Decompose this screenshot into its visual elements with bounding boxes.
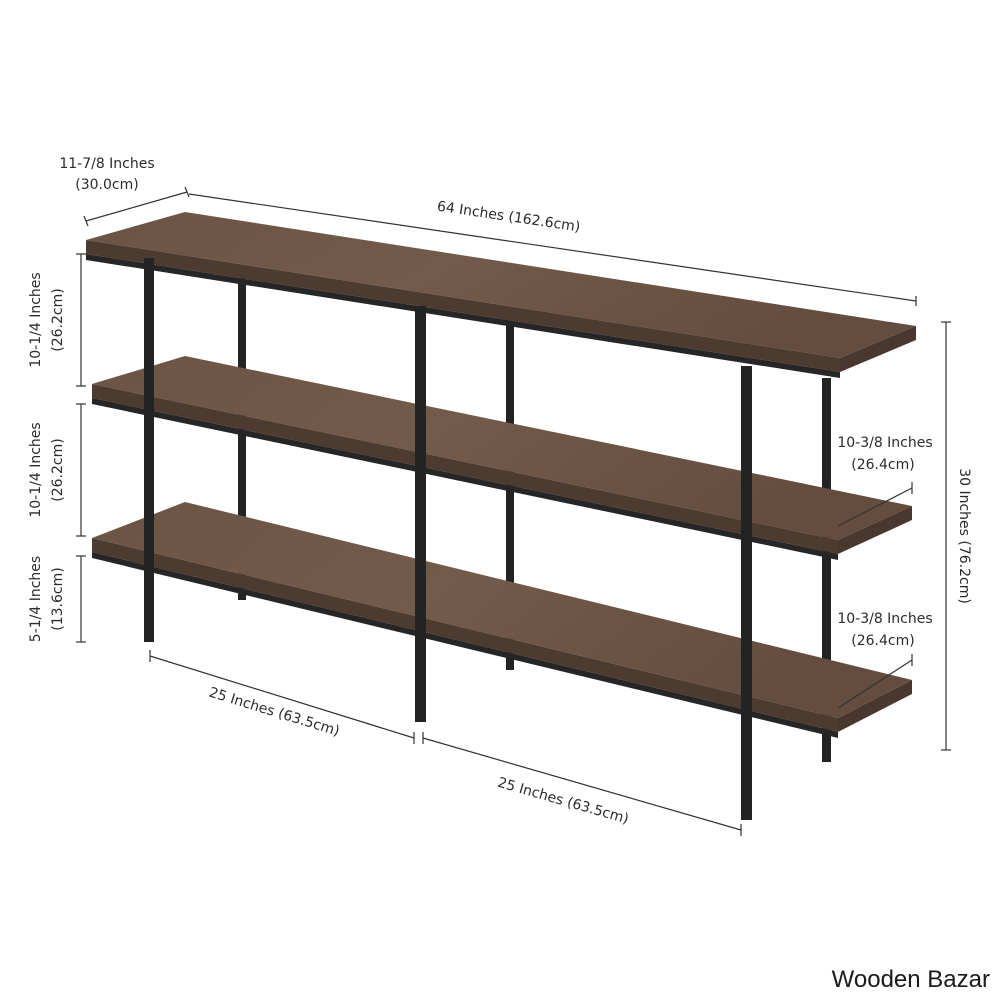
left-span-label: 25 Inches (63.5cm) (207, 685, 341, 740)
middle-shelf-depth-cm-label: (26.4cm) (851, 457, 914, 473)
back-leg-right (822, 378, 831, 760)
back-leg-middle (506, 322, 514, 670)
depth-cm-label: (30.0cm) (75, 177, 138, 193)
bottom-shelf-depth-cm-label: (26.4cm) (851, 633, 914, 649)
middle-shelf (92, 356, 912, 560)
bottom-clearance-inches-label: 5-1/4 Inches (28, 556, 44, 642)
dimension-lines (76, 186, 951, 836)
middle-gap-cm-label: (26.2cm) (50, 438, 66, 501)
depth-inches-label: 11-7/8 Inches (59, 156, 154, 172)
bottom-shelf (92, 502, 912, 738)
width-label: 64 Inches (162.6cm) (436, 199, 581, 236)
depth-dim-line (85, 191, 188, 222)
bottom-shelf-depth-dim-line (837, 659, 913, 709)
back-leg-left (238, 278, 246, 598)
top-shelf (86, 212, 916, 378)
console-shelf-illustration (86, 212, 916, 820)
bottom-clearance-cm-label: (13.6cm) (50, 567, 66, 630)
right-span-label: 25 Inches (63.5cm) (496, 775, 631, 828)
front-leg-middle (415, 306, 426, 722)
middle-shelf-depth-dim-line (837, 487, 913, 527)
top-gap-cm-label: (26.2cm) (50, 288, 66, 351)
middle-shelf-depth-inches-label: 10-3/8 Inches (837, 435, 932, 451)
middle-gap-inches-label: 10-1/4 Inches (28, 422, 44, 517)
foot-back-right (822, 756, 831, 762)
height-label: 30 Inches (76.2cm) (956, 468, 972, 604)
front-leg-right (741, 366, 752, 820)
watermark-text: Wooden Bazar (831, 966, 990, 993)
front-leg-left (144, 258, 154, 642)
foot-back-left (238, 594, 246, 600)
width-dim-line (188, 193, 917, 302)
left-span-dim-line (149, 655, 415, 739)
top-gap-inches-label: 10-1/4 Inches (28, 272, 44, 367)
right-span-dim-line (422, 737, 742, 831)
foot-back-middle (506, 664, 514, 670)
bottom-shelf-depth-inches-label: 10-3/8 Inches (837, 611, 932, 627)
